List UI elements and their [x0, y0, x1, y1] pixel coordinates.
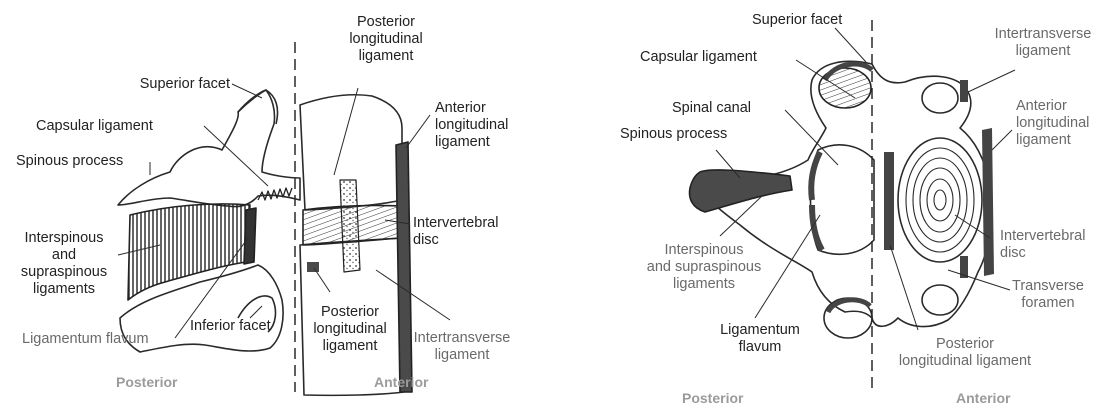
label-interspinous-line1: Interspinous: [6, 230, 122, 247]
leader-capsular: [204, 126, 268, 186]
r-leader-all: [992, 130, 1012, 150]
pll-dark-bar: [884, 152, 894, 250]
label-all-line2: longitudinal: [435, 117, 508, 134]
right-anterior-caption: Anterior: [956, 390, 1010, 406]
right-posterior-caption: Posterior: [682, 390, 743, 406]
label-disc-line2: disc: [413, 232, 498, 249]
transverse-foramen-upper: [922, 83, 958, 113]
r-label-disc-block: Intervertebral disc: [1000, 228, 1085, 262]
leader-all: [406, 115, 430, 148]
label-interspinous-line2: and: [6, 247, 122, 264]
r-label-transverse-line2: foramen: [998, 295, 1098, 312]
label-pll-bottom-line1: Posterior: [300, 304, 400, 321]
label-interspinous-block: Interspinous and supraspinous ligaments: [6, 230, 122, 298]
r-leader-pll: [890, 245, 918, 330]
spinous-process-shape: [690, 170, 792, 212]
r-label-all-line3: ligament: [1016, 132, 1089, 149]
label-pll-top-block: Posterior longitudinal ligament: [336, 14, 436, 65]
r-label-interspinous-line1: Interspinous: [634, 242, 774, 259]
r-label-flavum-line2: flavum: [710, 339, 810, 356]
r-label-disc-line1: Intervertebral: [1000, 228, 1085, 245]
label-pll-bottom-block: Posterior longitudinal ligament: [300, 304, 400, 355]
r-label-intertransverse-line2: ligament: [978, 43, 1108, 60]
r-label-flavum-block: Ligamentum flavum: [710, 322, 810, 356]
leader-pll-top: [334, 88, 358, 175]
r-label-superior-facet: Superior facet: [752, 12, 842, 29]
label-disc-block: Intervertebral disc: [413, 215, 498, 249]
flavum-arc-upper: [811, 152, 820, 200]
r-label-interspinous-block: Interspinous and supraspinous ligaments: [634, 242, 774, 293]
label-intertransverse-line2: ligament: [402, 347, 522, 364]
upper-posterior-element: [118, 90, 300, 207]
label-interspinous-line4: ligaments: [6, 281, 122, 298]
label-all-block: Anterior longitudinal ligament: [435, 100, 508, 151]
r-label-capsular-ligament: Capsular ligament: [640, 49, 757, 66]
label-pll-top-line3: ligament: [336, 48, 436, 65]
r-label-disc-line2: disc: [1000, 245, 1085, 262]
label-all-line1: Anterior: [435, 100, 508, 117]
r-label-spinous-process: Spinous process: [620, 126, 727, 143]
r-label-pll-line2: longitudinal ligament: [870, 353, 1060, 370]
label-pll-bottom-line2: longitudinal: [300, 321, 400, 338]
intertransverse-mark-upper: [960, 80, 968, 102]
capsular-ligament-zigzag: [258, 188, 292, 200]
leader-inferior-facet: [250, 306, 262, 318]
label-intertransverse-line1: Intertransverse: [402, 330, 522, 347]
label-inferior-facet: Inferior facet: [190, 318, 271, 335]
label-all-line3: ligament: [435, 134, 508, 151]
label-interspinous-line3: supraspinous: [6, 264, 122, 281]
left-anterior-caption: Anterior: [374, 374, 428, 390]
disc-rings: [906, 148, 974, 252]
r-label-all-block: Anterior longitudinal ligament: [1016, 98, 1089, 149]
r-label-all-line1: Anterior: [1016, 98, 1089, 115]
leader-pll-bottom: [314, 268, 330, 292]
r-label-intertransverse-line1: Intertransverse: [978, 26, 1108, 43]
label-capsular-ligament: Capsular ligament: [36, 118, 153, 135]
label-superior-facet: Superior facet: [104, 76, 230, 93]
left-posterior-caption: Posterior: [116, 374, 177, 390]
r-leader-spinal-canal: [785, 110, 838, 165]
label-pll-bottom-line3: ligament: [300, 338, 400, 355]
pll-dotted-strip: [340, 180, 360, 272]
r-label-all-line2: longitudinal: [1016, 115, 1089, 132]
label-ligamentum-flavum: Ligamentum flavum: [22, 331, 149, 348]
lateral-view: [118, 42, 450, 395]
leader-superior-facet: [232, 84, 262, 98]
vertebral-body-ellipse: [898, 138, 982, 262]
r-label-interspinous-line3: ligaments: [634, 276, 774, 293]
r-label-pll-line1: Posterior: [870, 336, 1060, 353]
spinal-canal-shape: [811, 145, 875, 255]
transverse-foramen-lower: [922, 285, 958, 315]
r-label-flavum-line1: Ligamentum: [710, 322, 810, 339]
label-disc-line1: Intervertebral: [413, 215, 498, 232]
r-leader-intertransverse: [968, 70, 1015, 92]
flavum-arc-lower: [812, 205, 822, 250]
pll-lower-mark: [307, 262, 319, 272]
r-label-intertransverse-block: Intertransverse ligament: [978, 26, 1108, 60]
r-label-interspinous-line2: and supraspinous: [634, 259, 774, 276]
all-dark-band: [982, 128, 994, 276]
label-spinous-process: Spinous process: [16, 153, 123, 170]
label-intertransverse-block: Intertransverse ligament: [402, 330, 522, 364]
label-pll-top-line2: longitudinal: [336, 31, 436, 48]
r-label-transverse-line1: Transverse: [998, 278, 1098, 295]
r-leader-superior-facet: [835, 28, 866, 62]
label-pll-top-line1: Posterior: [336, 14, 436, 31]
r-label-pll-block: Posterior longitudinal ligament: [870, 336, 1060, 370]
r-label-spinal-canal: Spinal canal: [672, 100, 751, 117]
ligamentum-flavum-band: [244, 208, 256, 264]
r-label-transverse-block: Transverse foramen: [998, 278, 1098, 312]
